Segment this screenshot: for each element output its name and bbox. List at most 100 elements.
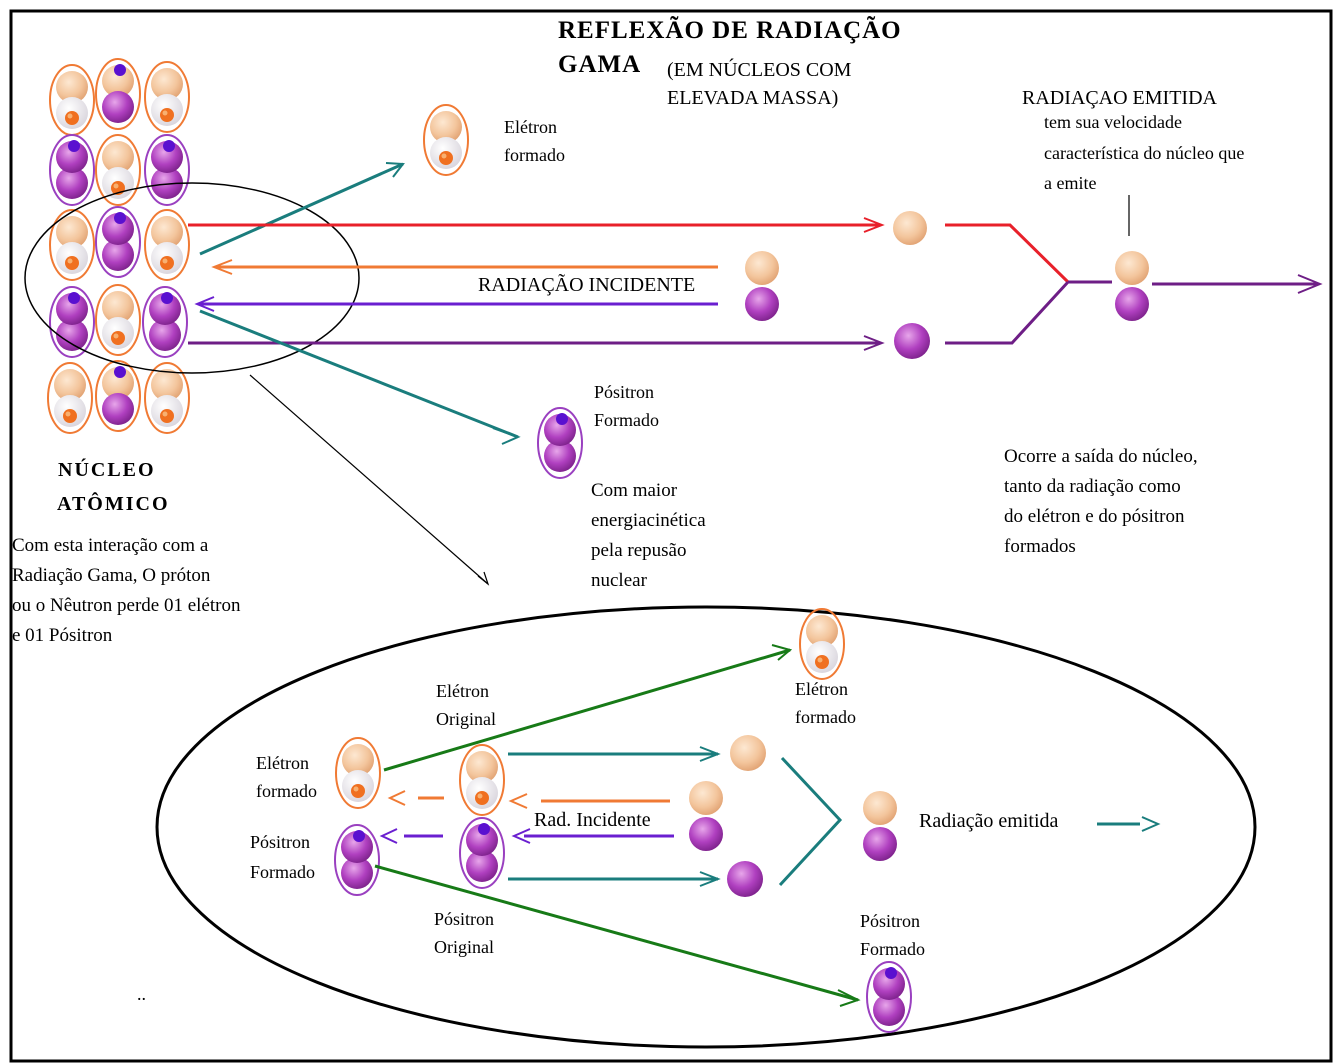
title-line2: GAMA [558, 51, 641, 78]
detail-positron-formed-right-particle [866, 961, 912, 1033]
detail-electron-formed-right-label1: Elétron [795, 679, 848, 699]
detail-positron-arrowhead [837, 989, 861, 1007]
electron-path [199, 162, 404, 256]
positron-path [199, 309, 519, 439]
detail-positron-formed-left-label1: Pósitron [250, 832, 310, 852]
interaction-note-line3: ou o Nêutron perde 01 elétron [12, 595, 241, 616]
frame-border [9, 9, 1333, 1063]
exit-note-line2: tanto da radiação como [1004, 476, 1181, 497]
nucleon [142, 286, 188, 358]
detail-positron-formed-left-particle [334, 824, 380, 896]
emitted-radiation-title: RADIAÇAO EMITIDA [1022, 87, 1218, 109]
positron-formed-label2: Formado [594, 410, 659, 430]
nucleon [49, 134, 95, 206]
exit-note-line3: do elétron e do pósitron [1004, 506, 1185, 527]
energy-note-line2: energiacinética [591, 510, 706, 531]
energy-note-line4: nuclear [591, 570, 648, 591]
emitted-particle-peach [893, 211, 927, 245]
electron-path-arrowhead [385, 162, 405, 178]
purple-incident-arrowhead [194, 296, 215, 312]
nucleon [49, 209, 95, 281]
title-line1: REFLEXÃO DE RADIAÇÃO [558, 16, 902, 44]
red-emission-arrowhead [863, 217, 885, 233]
detail-electron-original-label1: Elétron [436, 681, 489, 701]
orange-incident-arrowhead [211, 259, 233, 275]
nucleon [47, 362, 93, 434]
exit-note-line1: Ocorre a saída do núcleo, [1004, 446, 1198, 467]
electron-formed-label1: Elétron [504, 117, 557, 137]
electron-formed-label2: formado [504, 145, 565, 165]
stray-dots: .. [137, 984, 146, 1004]
detail-positron-original-label1: Pósitron [434, 909, 494, 929]
positron-path-arrowhead [492, 427, 521, 445]
detail-orange-arrowhead-left [387, 790, 406, 806]
merge-purple-line [945, 280, 1070, 345]
detail-positron-path [374, 864, 859, 1002]
nucleon [95, 284, 141, 356]
positron-formed-label1: Pósitron [594, 382, 654, 402]
emitted-note-line2: característica do núcleo que [1044, 143, 1244, 163]
detail-electron-path [383, 648, 791, 772]
interaction-note-line4: e 01 Pósitron [12, 625, 113, 646]
detail-emitted-magenta [727, 861, 763, 897]
nucleon [95, 360, 141, 432]
detail-orange-incident-arrowhead [508, 793, 528, 809]
detail-positron-original-particle [459, 817, 505, 889]
detail-electron-formed-left-label2: formado [256, 781, 317, 801]
emitted-particle-magenta [894, 323, 930, 359]
detail-positron-formed-right-label2: Formado [860, 939, 925, 959]
detail-electron-formed-right-label2: formado [795, 707, 856, 727]
detail-electron-arrowhead [771, 644, 793, 661]
energy-note-line1: Com maior [591, 480, 678, 501]
detail-electron-formed-left-particle [335, 737, 381, 809]
incident-radiation-label: RADIAÇÃO INCIDENTE [478, 272, 695, 296]
detail-ellipse [155, 605, 1257, 1049]
emitted-note-line1: tem sua velocidade [1044, 112, 1182, 132]
nucleon [144, 134, 190, 206]
detail-electron-formed-right-particle [799, 608, 845, 680]
nucleon [95, 58, 141, 130]
detail-merge-lines [778, 756, 843, 887]
interaction-note-line2: Radiação Gama, O próton [12, 565, 211, 586]
detail-emitted-pair [863, 791, 897, 861]
energy-note-line3: pela repusão [591, 540, 686, 561]
nucleon [144, 209, 190, 281]
detail-positron-formed-right-label1: Pósitron [860, 911, 920, 931]
incident-photon-pair [745, 251, 779, 321]
emitted-note-line3: a emite [1044, 173, 1096, 193]
detail-electron-original-particle [459, 744, 505, 816]
detail-connector [249, 374, 489, 585]
merge-red-line [945, 223, 1070, 284]
detail-electron-formed-left-label1: Elétron [256, 753, 309, 773]
nucleon [95, 206, 141, 278]
nucleon [49, 64, 95, 136]
interaction-note-line1: Com esta interação com a [12, 535, 209, 556]
title-sub1: (EM NÚCLEOS COM [667, 57, 852, 81]
detail-connector-arrowhead [477, 571, 490, 586]
detail-teal-lower-arrowhead [699, 871, 721, 887]
detail-purple-incident-arrowhead [511, 828, 531, 844]
interaction-ellipse [24, 182, 360, 374]
exit-note-line4: formados [1004, 536, 1076, 557]
purple-emission-arrowhead [863, 335, 885, 351]
nucleon [95, 134, 141, 206]
emitted-radiation-arrowhead [1297, 274, 1323, 294]
electron-particle [423, 104, 469, 176]
nucleon [49, 286, 95, 358]
detail-teal-upper-arrowhead [699, 746, 721, 762]
detail-incident-pair [689, 781, 723, 851]
nucleus-label-line2: ATÔMICO [57, 491, 170, 515]
emitted-photon-pair [1115, 251, 1149, 321]
nucleus-label-line1: NÚCLEO [58, 457, 156, 481]
title-sub2: ELEVADA MASSA) [667, 87, 838, 109]
detail-emitted-peach [730, 735, 766, 771]
detail-electron-original-label2: Original [436, 709, 496, 729]
detail-purple-arrowhead-left [379, 828, 398, 844]
detail-positron-formed-left-label2: Formado [250, 862, 315, 882]
positron-particle [537, 407, 583, 479]
detail-positron-original-label2: Original [434, 937, 494, 957]
detail-rad-emitted-label: Radiação emitida [919, 810, 1059, 832]
atomic-nucleus-grid [47, 58, 190, 434]
nucleon [144, 61, 190, 133]
